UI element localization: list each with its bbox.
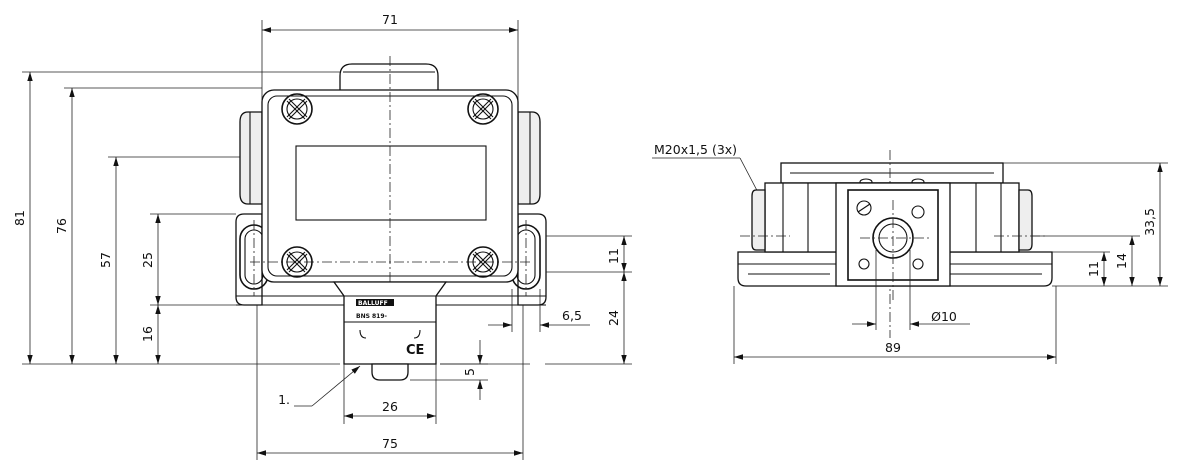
dim-6-5-label: 6,5 [562,308,582,323]
top-gland [339,63,439,93]
dimension-24: 24 [545,272,632,365]
callout-1-label: 1. [278,392,290,407]
dimension-5: 5 [410,340,488,400]
dimension-25: 25 [140,213,236,305]
screw-top-right [467,93,499,125]
connector-housing: BALLUFF BNS 819- CE [332,281,448,381]
dim-5-label: 5 [462,368,477,376]
dim-11-side-label: 11 [1086,261,1101,277]
dimension-81: 81 [12,71,340,364]
side-connector [835,182,951,300]
dimension-26: 26 [343,364,437,424]
thread-callout: M20x1,5 (3x) [652,142,763,201]
ce-mark: CE [406,343,424,358]
dim-14-label: 14 [1114,253,1129,269]
dimension-89: 89 [733,286,1057,364]
connector-pin-4 [912,258,924,270]
dim-33-5-label: 33,5 [1142,208,1157,236]
dim-24-label: 24 [606,310,621,326]
mounting-flange [235,213,547,306]
screw-bottom-right [467,246,499,278]
label-window [295,145,487,221]
dim-75-label: 75 [382,436,398,451]
connector-pin-3 [858,258,870,270]
dimension-11-slot: 11 [546,235,632,273]
dimension-57: 57 [98,156,262,364]
connector-pin-1 [856,200,872,216]
brand-label: BALLUFF [358,300,388,307]
dimension-14: 14 [1032,235,1140,286]
dimension-6-5: 6,5 [488,289,590,332]
dimension-16: 16 [140,304,236,364]
connector-stub [371,363,409,381]
dimension-76: 76 [54,87,262,364]
dim-11-slot-label: 11 [606,248,621,264]
dim-76-label: 76 [54,218,69,234]
dimension-75: 75 [256,305,524,460]
dim-diameter-label: Ø10 [931,309,957,324]
front-view: 71 81 76 57 25 16 [12,12,632,460]
dim-89-label: 89 [885,340,901,355]
thread-label: M20x1,5 (3x) [654,142,737,157]
cover-screws [281,93,499,278]
dim-26-label: 26 [382,399,398,414]
side-view: M20x1,5 (3x) [652,142,1168,364]
callout-1: 1. [278,365,361,407]
dim-81-label: 81 [12,210,27,226]
model-label: BNS 819- [356,313,388,320]
dim-16-label: 16 [140,326,155,342]
screw-top-left [281,93,313,125]
dimension-33-5: 33,5 [1003,162,1168,287]
dimension-diameter-10: Ø10 [852,250,970,330]
dim-71-label: 71 [382,12,398,27]
dimension-11-side: 11 [1052,251,1110,286]
dim-57-label: 57 [98,252,113,268]
connector-pin-2 [911,205,925,219]
side-glands [239,111,541,205]
dim-25-label: 25 [140,252,155,268]
screw-bottom-left [281,246,313,278]
